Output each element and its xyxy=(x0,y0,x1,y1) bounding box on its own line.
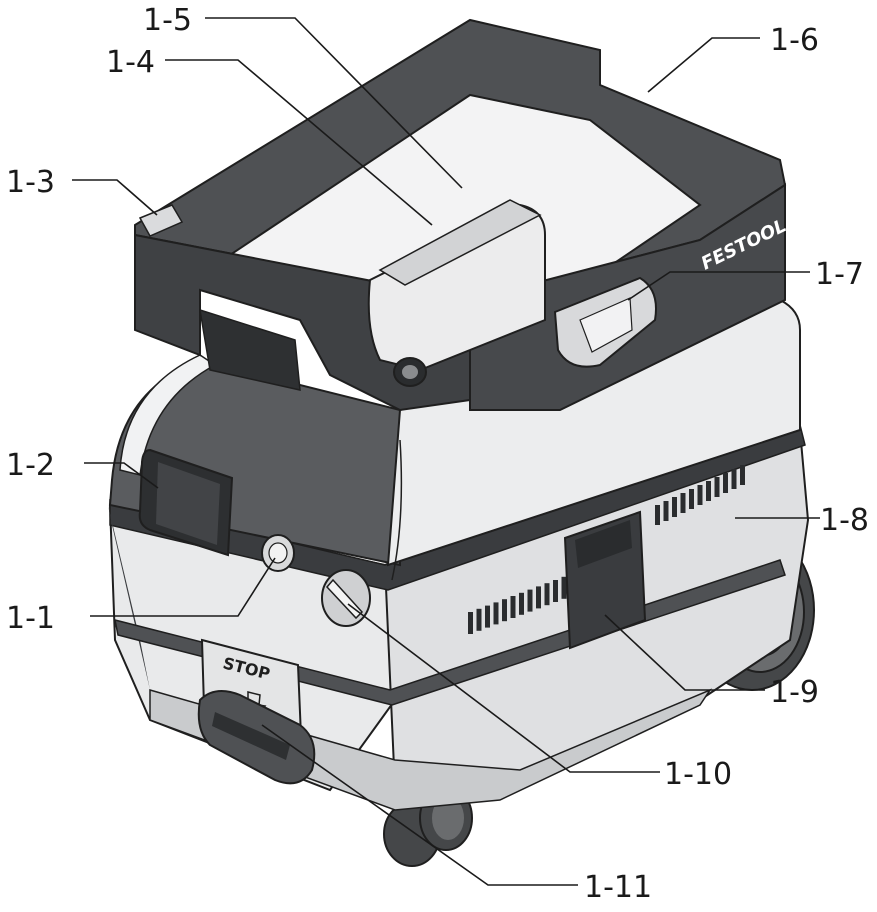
leader-1-5 xyxy=(205,17,463,189)
callout-1-7: 1-7 xyxy=(815,257,864,292)
vent-grille-upper xyxy=(655,465,745,525)
vent-slot xyxy=(519,592,524,615)
vent-slot xyxy=(672,497,677,517)
vent-slot xyxy=(706,481,711,501)
callout-1-10: 1-10 xyxy=(664,757,732,792)
leader-1-11 xyxy=(261,724,578,886)
lid-frame xyxy=(134,18,787,412)
leader-1-2 xyxy=(84,462,159,489)
front-right-caster xyxy=(383,785,473,867)
vent-slot xyxy=(697,485,703,505)
vent-slot xyxy=(731,469,737,489)
latch-right xyxy=(553,276,657,368)
vent-slot xyxy=(663,501,669,521)
callout-1-1: 1-1 xyxy=(6,601,55,636)
vent-grille-lower xyxy=(468,576,567,634)
vent-slot xyxy=(680,493,686,513)
leader-1-7 xyxy=(627,271,810,301)
hose-socket xyxy=(393,357,427,387)
rotary-switch xyxy=(321,569,371,627)
vent-slot xyxy=(714,477,720,497)
vent-slot xyxy=(740,465,745,485)
vent-slot xyxy=(553,580,558,602)
leader-1-10 xyxy=(347,603,660,773)
callout-1-8: 1-8 xyxy=(820,503,869,538)
vent-slot xyxy=(723,473,728,493)
vent-slot xyxy=(485,605,490,628)
vent-slot xyxy=(476,608,482,631)
vent-slot xyxy=(468,612,473,634)
callout-1-9: 1-9 xyxy=(770,675,819,710)
vent-slot xyxy=(510,596,516,618)
leader-1-1 xyxy=(90,557,276,617)
leader-1-4 xyxy=(165,59,433,226)
latch-left-corner xyxy=(138,204,184,237)
vent-slot xyxy=(527,589,533,612)
control-display xyxy=(138,448,234,557)
vent-slot xyxy=(502,599,507,622)
vent-slot xyxy=(689,489,694,509)
callout-1-3: 1-3 xyxy=(6,165,55,200)
vent-slot xyxy=(655,505,660,525)
small-knob xyxy=(261,534,295,572)
leader-1-6 xyxy=(647,37,760,93)
callout-1-6: 1-6 xyxy=(770,23,819,58)
callout-1-5: 1-5 xyxy=(143,3,192,38)
front-grip-tray xyxy=(197,690,316,785)
leader-1-3 xyxy=(72,179,158,216)
callout-1-4: 1-4 xyxy=(106,45,155,80)
vent-slot xyxy=(536,586,541,609)
vent-slot xyxy=(493,602,499,625)
callout-1-2: 1-2 xyxy=(6,448,55,483)
vent-slot xyxy=(544,583,550,606)
callout-1-11: 1-11 xyxy=(584,870,652,905)
filter-flap xyxy=(563,510,647,650)
vent-slot xyxy=(561,576,567,599)
leader-1-9 xyxy=(604,614,765,691)
